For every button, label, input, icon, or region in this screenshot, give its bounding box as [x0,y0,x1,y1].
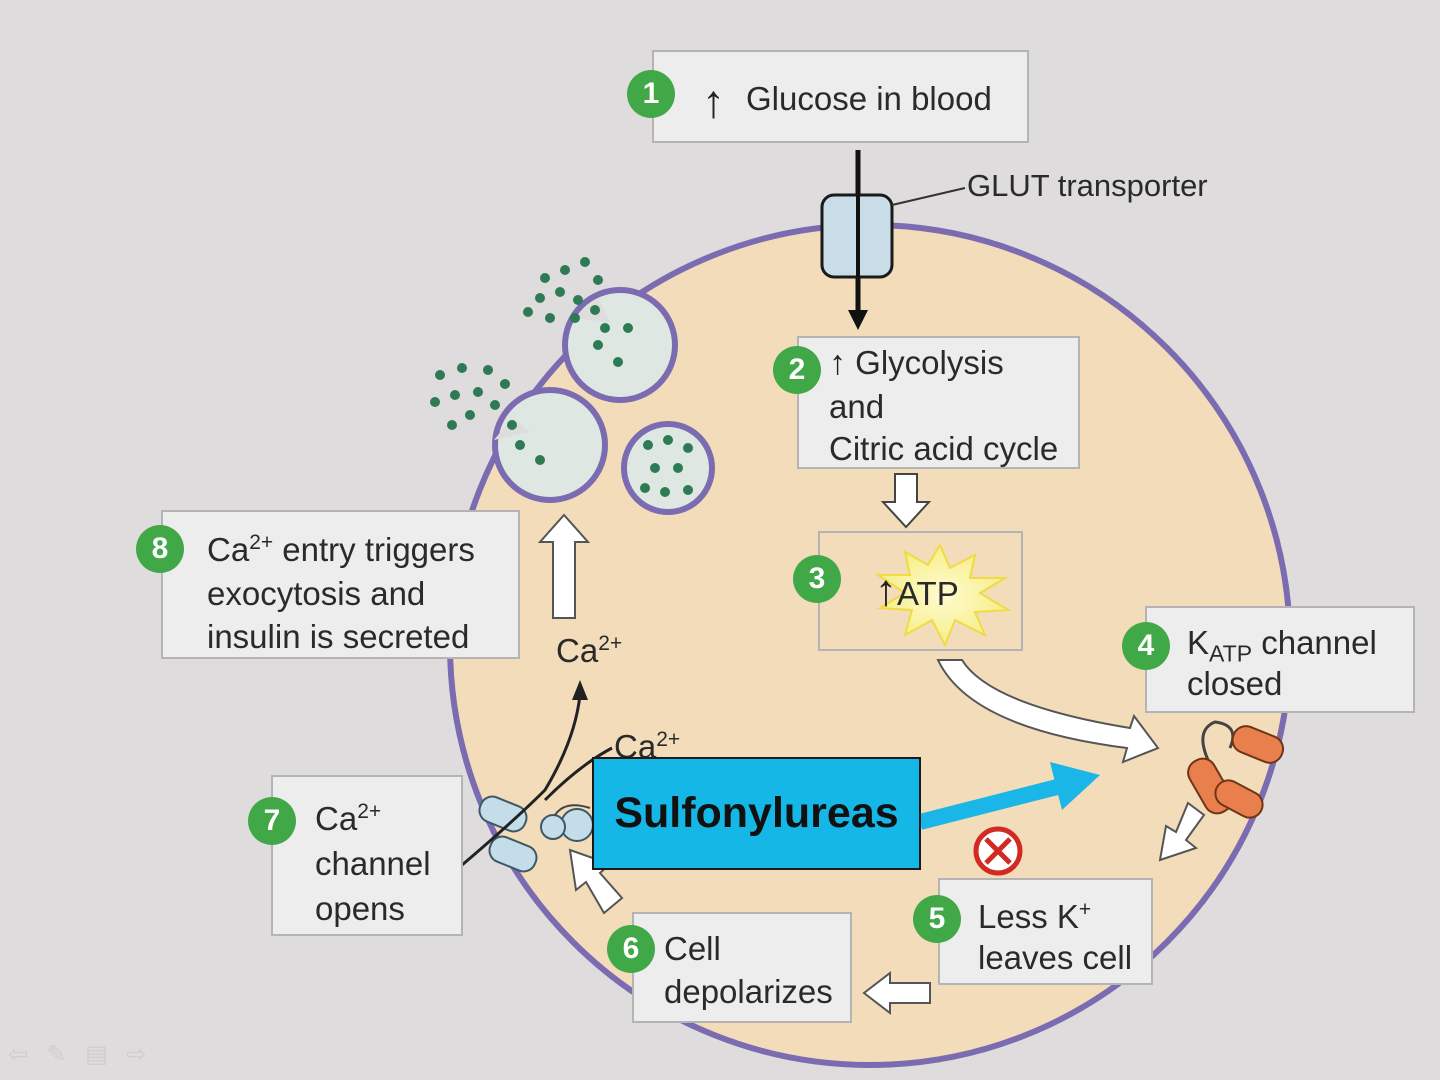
next-icon[interactable]: ⇨ [126,1041,147,1068]
step-3-text: ↑ATP [875,566,959,615]
prev-icon[interactable]: ⇦ [8,1041,29,1068]
step-2-box: ↑ Glycolysis and Citric acid cycle [797,336,1080,469]
arrow-k-to-depolarize [862,970,931,1016]
step-8-line-3: insulin is secreted [207,618,470,656]
arrow-depolarize-to-ca [568,848,624,915]
step-7-box: Ca2+ channel opens [271,775,463,936]
step-4-box: KATP channel closed [1145,606,1415,713]
arrow-up-icon: ↑ [875,566,897,615]
menu-icon[interactable]: ▤ [85,1041,108,1068]
insulin-granules [430,257,693,497]
step-7-line-3: opens [315,889,405,927]
ca-inside-label: Ca2+ [614,728,681,765]
step-7-line-1: Ca2+ [315,800,382,837]
ca-outside-label: Ca2+ [556,632,623,669]
ca-channel [478,795,594,873]
step-5-line-1: Less K+ [978,898,1092,935]
pen-icon[interactable]: ✎ [46,1041,67,1068]
vesicle-lower [492,387,608,503]
step-5-line-2: leaves cell [978,939,1133,977]
step-4-line-1: KATP channel [1187,624,1377,667]
step-5-box: Less K+ leaves cell [938,878,1153,985]
step-8-line-2: exocytosis and [207,574,426,612]
glut-label: GLUT transporter [967,168,1208,203]
step-6-badge: 6 [607,925,655,973]
step-6-box: Cell depolarizes [632,912,852,1023]
arrow-ca-to-exocytosis [537,513,591,619]
ca-influx-curve [461,694,582,867]
block-symbol-icon [973,826,1023,876]
step-6-line-1: Cell [664,930,721,967]
step-1-badge: 1 [627,70,675,118]
step-1-text: Glucose in blood [746,80,992,117]
arrow-up-icon: ↑ [702,75,725,127]
step-7-line-2: channel [315,844,431,882]
glut-leader-line [891,187,966,206]
step-2-line-2: and [829,387,885,425]
step-2-badge: 2 [773,346,821,394]
step-8-badge: 8 [136,525,184,573]
arrow-atp-to-katp [936,659,1160,764]
arrow-up-icon: ↑ [829,344,846,382]
step-4-line-2: closed [1187,665,1283,703]
arrow-glycolysis-to-atp [880,473,932,529]
step-1-box: ↑ Glucose in blood [652,50,1029,143]
step-5-badge: 5 [913,895,961,943]
arrow-katp-to-k [1158,801,1206,862]
step-7-badge: 7 [248,797,296,845]
vesicle-upper [562,287,678,403]
sulfonylureas-box: Sulfonylureas [592,757,921,870]
atp-burst-icon [874,542,1012,648]
step-8-line-1: Ca2+ entry triggers [207,531,475,568]
step-8-box: Ca2+ entry triggers exocytosis and insul… [161,510,520,659]
step-4-badge: 4 [1122,622,1170,670]
slide-nav-bar: ⇦ ✎ ▤ ⇨ [8,1040,160,1069]
step-3-badge: 3 [793,555,841,603]
step-2-line-1: ↑ Glycolysis [829,344,1004,382]
step-2-line-3: Citric acid cycle [829,429,1059,467]
sulfonylurea-arrow [918,777,1067,830]
katp-channel [1187,720,1285,819]
step-6-line-2: depolarizes [664,972,833,1010]
